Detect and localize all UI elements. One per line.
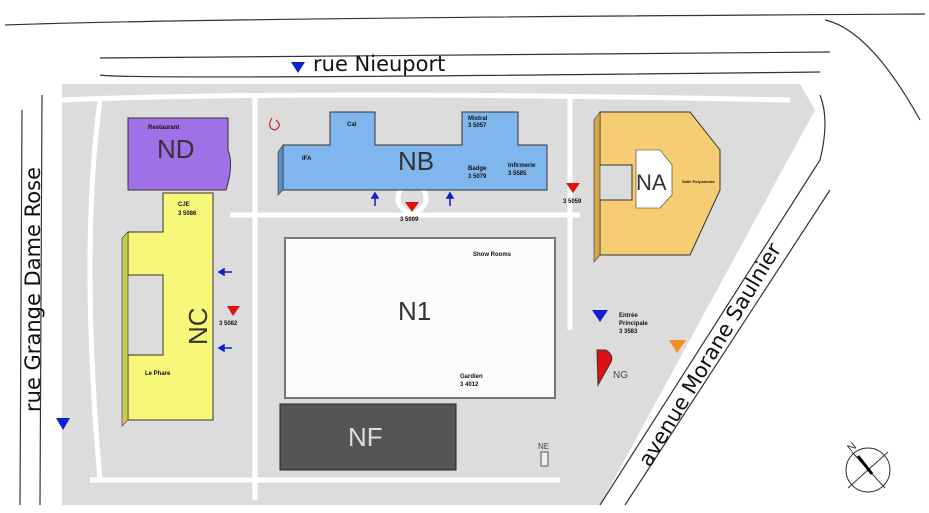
road-lines [4,13,926,506]
nb-label-mistral: Mistral [468,116,488,122]
n1-name: N1 [398,296,431,326]
na-name: NA [636,170,667,195]
nc-label-phone: 3 5086 [178,211,197,217]
building-nd[interactable]: Restaurant ND [127,117,232,191]
nb-label-mistral-phone: 3 5057 [468,123,487,129]
nd-name: ND [157,134,195,164]
red-marker-na [566,183,580,193]
paths [61,92,791,500]
orange-marker [669,340,686,353]
nf-name: NF [348,422,383,452]
entrance-label-3: 3 3583 [619,329,638,335]
nc-label-le-phare: Le Phare [145,371,171,377]
nb-label-ifa: IFA [302,156,312,162]
blue-marker-west [56,418,70,430]
red-marker-nc [227,306,240,316]
building-ne[interactable]: NE [538,442,549,467]
street-label-rue-nieuport: rue Nieuport [313,52,445,76]
building-na[interactable]: NA Salle Polyvalente [593,111,721,263]
nb-label-badge-phone: 3 5079 [468,174,487,180]
nc-name: NC [183,307,213,345]
nb-name: NB [398,146,434,176]
nb-label-infirmerie: Infirmerie [508,163,536,169]
street-label-rue-grange-dame-rose: rue Grange Dame Rose [21,167,45,412]
compass-label: N [845,440,859,454]
marker-label-nc: 3 5082 [219,321,238,327]
blue-arrows [217,191,455,353]
building-ng[interactable]: NG [596,349,628,387]
marker-label-na: 3 5059 [563,199,582,205]
nc-label-cje: CJE [178,202,190,208]
building-nc[interactable]: CJE 3 5086 Le Phare NC [121,192,214,427]
n1-label-gardien-phone: 3 4012 [460,382,479,388]
nb-label-badge: Badge [468,166,487,172]
n1-label-gardien: Gardien [460,374,483,380]
entrance-label-1: Entrée [619,313,638,319]
na-label-salle: Salle Polyvalente [682,179,715,184]
ne-name: NE [538,442,549,451]
n1-label-show-rooms: Show Rooms [473,252,512,258]
red-scribble [269,117,280,131]
red-marker-nb [405,202,419,212]
marker-label-nb: 3 5009 [400,217,419,223]
building-n1[interactable]: Show Rooms Gardien 3 4012 N1 [284,237,556,399]
nb-label-infirmerie-phone: 3 5585 [508,171,527,177]
ng-name: NG [613,370,628,381]
blue-marker-entrance [592,310,608,322]
building-nf[interactable]: NF [279,403,457,471]
compass-icon: N [845,440,891,493]
entrance-label-2: Principale [619,321,648,327]
nb-label-cal: Cal [347,122,357,128]
building-nb[interactable]: Cal IFA Mistral 3 5057 Badge 3 5079 Infi… [277,111,548,196]
blue-marker-north [291,62,305,73]
nd-label-restaurant: Restaurant [148,125,179,131]
